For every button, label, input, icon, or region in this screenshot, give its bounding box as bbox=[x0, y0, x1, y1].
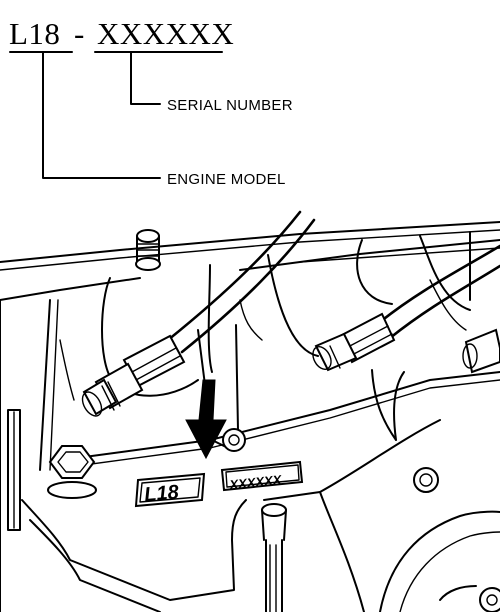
serial-number-stamp-text: XXXXXX bbox=[228, 472, 284, 493]
engine-model-stamp-text: L18 bbox=[143, 481, 180, 506]
serial-number-leader bbox=[130, 51, 161, 105]
serial-number-stamp: XXXXXX bbox=[220, 460, 304, 493]
stud-bolt bbox=[135, 229, 161, 271]
down-arrow-indicator bbox=[185, 379, 227, 460]
screw bbox=[261, 503, 287, 612]
engine-model-label: ENGINE MODEL bbox=[167, 171, 286, 188]
hex-bolt bbox=[47, 445, 97, 499]
engine-model-stamp: L18 bbox=[134, 472, 206, 508]
engine-model-leader bbox=[42, 51, 161, 179]
engine-block-illustration: L18 XXXXXX bbox=[0, 210, 500, 612]
serial-number-label: SERIAL NUMBER bbox=[167, 97, 293, 114]
vacuum-hose-right bbox=[312, 244, 500, 372]
code-separator: - bbox=[74, 16, 85, 51]
engine-model-code: L18 bbox=[9, 16, 60, 51]
bracket bbox=[197, 324, 246, 452]
vacuum-hose-left bbox=[81, 210, 316, 417]
engine-code-legend: L18 - XXXXXX SERIAL NUMBER ENGINE MODEL bbox=[9, 16, 293, 188]
fitting-right bbox=[462, 328, 500, 374]
timing-cover bbox=[379, 467, 500, 612]
serial-number-code: XXXXXX bbox=[97, 16, 234, 51]
